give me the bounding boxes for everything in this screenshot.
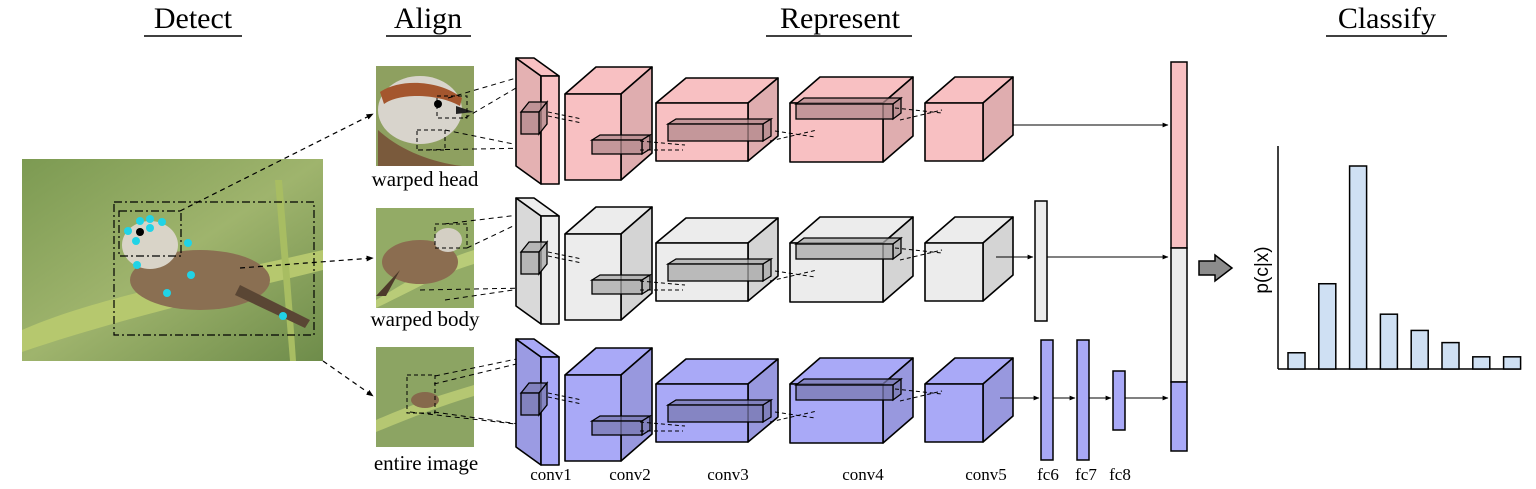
plot-ylabel: p(c|x) xyxy=(1252,246,1273,293)
label-conv1: conv1 xyxy=(530,465,572,484)
detect-title: Detect xyxy=(154,2,233,35)
label-fc7: fc7 xyxy=(1075,465,1097,484)
class-bar-7 xyxy=(1472,356,1491,370)
label-conv2: conv2 xyxy=(609,465,651,484)
class-probability-plot: p(c|x) xyxy=(1252,146,1522,370)
represent-title: Represent xyxy=(780,2,901,35)
class-bar-1 xyxy=(1287,352,1306,370)
body-conv2 xyxy=(564,206,653,321)
entire-image-crop xyxy=(376,347,474,447)
class-bar-6 xyxy=(1441,341,1460,370)
concatenated-feature xyxy=(1170,61,1188,452)
detection-box-head xyxy=(118,210,182,257)
body-conv5 xyxy=(924,216,1014,302)
classify-title: Classify xyxy=(1338,2,1436,35)
keypoints xyxy=(124,215,287,320)
label-fc8: fc8 xyxy=(1109,465,1131,484)
head-conv2 xyxy=(564,66,653,181)
class-bar-3 xyxy=(1348,165,1368,370)
image-fc6 xyxy=(1040,339,1054,461)
warped-body-crop xyxy=(376,208,474,308)
warped-head-crop xyxy=(376,66,474,166)
class-bar-8 xyxy=(1502,356,1522,370)
label-fc6: fc6 xyxy=(1037,465,1059,484)
image-conv5 xyxy=(924,357,1014,443)
warped-body-label: warped body xyxy=(370,307,480,331)
align-title: Align xyxy=(394,2,462,35)
detection-box-body xyxy=(113,201,315,336)
body-fc6 xyxy=(1034,200,1048,322)
class-bar-2 xyxy=(1318,282,1337,370)
image-conv2 xyxy=(564,347,653,462)
image-network xyxy=(515,338,1014,466)
label-conv5: conv5 xyxy=(965,465,1007,484)
head-network xyxy=(515,57,1014,185)
arrow-icon xyxy=(1198,253,1234,283)
body-network xyxy=(515,197,1014,325)
entire-image-label: entire image xyxy=(374,451,478,475)
warped-head-label: warped head xyxy=(372,167,479,191)
label-conv4: conv4 xyxy=(842,465,884,484)
head-conv5 xyxy=(924,76,1014,162)
input-photo xyxy=(22,159,323,361)
head-conv1 xyxy=(515,57,560,185)
image-fc8 xyxy=(1112,370,1126,431)
class-bar-5 xyxy=(1410,329,1429,370)
image-fc7 xyxy=(1076,339,1090,461)
class-bar-4 xyxy=(1379,313,1399,370)
label-conv3: conv3 xyxy=(707,465,749,484)
